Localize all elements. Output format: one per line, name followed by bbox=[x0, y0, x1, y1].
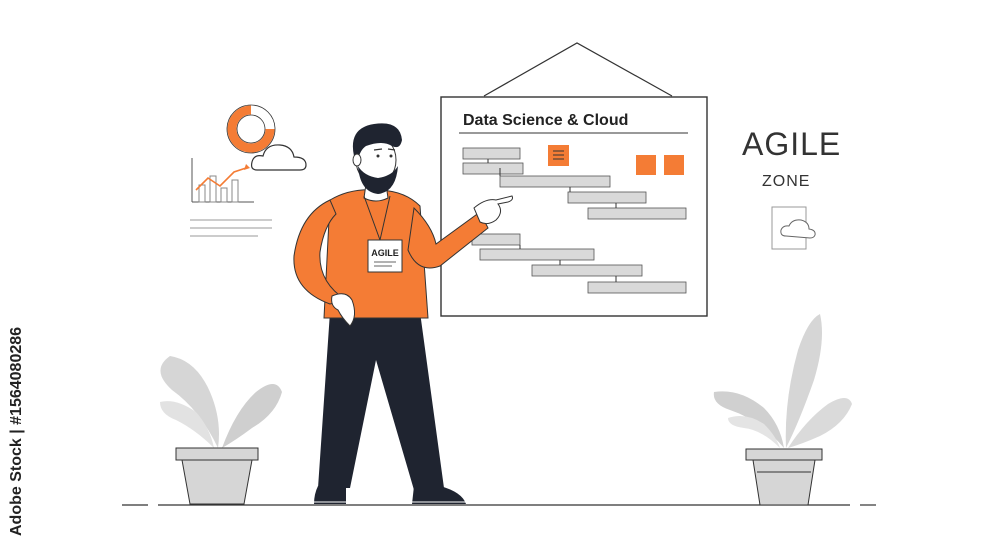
orange-square bbox=[664, 155, 684, 175]
board-hanger bbox=[483, 42, 673, 97]
right-plant bbox=[713, 314, 852, 506]
gantt-bars bbox=[462, 147, 687, 294]
badge-label: AGILE bbox=[371, 248, 399, 258]
board-title: Data Science & Cloud bbox=[463, 112, 629, 129]
gantt-bar bbox=[499, 175, 611, 188]
gantt-bar bbox=[462, 147, 521, 160]
gantt-bar bbox=[531, 264, 643, 277]
left-plant bbox=[160, 356, 282, 505]
gantt-bar bbox=[567, 191, 647, 204]
orange-square bbox=[636, 155, 656, 175]
agile-zone-title: AGILE bbox=[742, 126, 842, 162]
gantt-bar bbox=[471, 233, 521, 246]
presenter-man bbox=[293, 123, 513, 504]
gantt-bar bbox=[587, 207, 687, 220]
gantt-bar bbox=[479, 248, 595, 261]
gantt-bar bbox=[587, 281, 687, 294]
name-badge bbox=[367, 239, 403, 273]
cloud-document-icon bbox=[771, 206, 816, 250]
cloud-icon bbox=[250, 144, 307, 171]
agile-zone-subtitle: ZONE bbox=[762, 173, 811, 190]
gantt-markers bbox=[548, 145, 684, 175]
gantt-connectors bbox=[487, 159, 617, 282]
gantt-bar bbox=[462, 162, 524, 175]
line-chart-icon bbox=[191, 158, 254, 203]
donut-chart-icon bbox=[226, 104, 276, 154]
stock-id-watermark: Adobe Stock | #1564080286 bbox=[8, 326, 25, 536]
text-lines-decoration bbox=[190, 219, 272, 237]
gantt-board bbox=[440, 96, 708, 317]
